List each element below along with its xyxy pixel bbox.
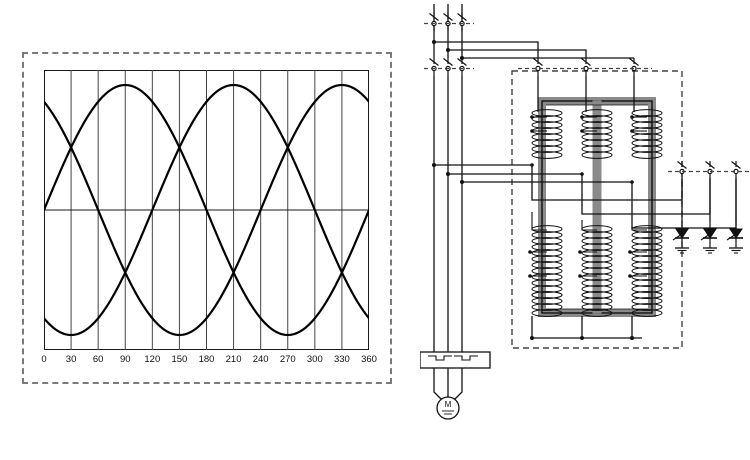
x-tick-label: 270: [279, 354, 296, 365]
x-tick-label: 30: [65, 354, 77, 365]
upper-windings: [530, 109, 663, 159]
tap-contactor-primary[interactable]: [518, 57, 652, 112]
circuit-diagram-panel: M: [420, 0, 750, 460]
chart-plot-area: [44, 70, 369, 350]
waveform-curve-phase-c: [44, 83, 369, 337]
transformer-enclosure: [511, 70, 683, 349]
transformer-core: [538, 97, 656, 317]
x-tick-label: 0: [41, 354, 47, 365]
waveform-curves: [44, 83, 369, 337]
waveform-chart-panel: 0 30 60 90 120 150 180 210 240 270 300 330 360: [22, 52, 392, 384]
output-contactor[interactable]: [668, 160, 750, 222]
x-tick-label: 90: [119, 354, 131, 365]
x-tick-label: 300: [306, 354, 323, 365]
main-contactor-lower[interactable]: [424, 57, 474, 77]
waveform-curve-phase-a: [44, 83, 369, 337]
thyristor-bank: [672, 221, 744, 254]
x-tick-label: 330: [333, 354, 350, 365]
waveform-svg: [44, 70, 369, 350]
supply-lines: [433, 4, 463, 358]
x-tick-label: 360: [361, 354, 377, 365]
x-axis-tick-labels: 0 30 60 90 120 150 180 210 240 270 300 330 360: [41, 354, 377, 374]
motor-circle: [436, 396, 460, 420]
x-tick-label: 120: [144, 354, 161, 365]
x-tick-label: 240: [252, 354, 269, 365]
x-tick-label: 180: [198, 354, 215, 365]
winding-tap-bus: [432, 163, 634, 184]
terminal-block: [420, 351, 491, 369]
motor: M: [433, 368, 463, 420]
waveform-curve-phase-b: [44, 83, 369, 337]
primary-branch-wiring: [432, 40, 634, 60]
motor-label: M: [445, 400, 452, 409]
x-tick-label: 60: [92, 354, 104, 365]
lower-windings: [528, 212, 663, 317]
circuit-svg: M: [420, 4, 750, 420]
x-tick-label: 150: [171, 354, 188, 365]
x-tick-label: 210: [225, 354, 242, 365]
neutral-bus: [530, 316, 642, 340]
main-contactor-upper[interactable]: [424, 12, 474, 32]
